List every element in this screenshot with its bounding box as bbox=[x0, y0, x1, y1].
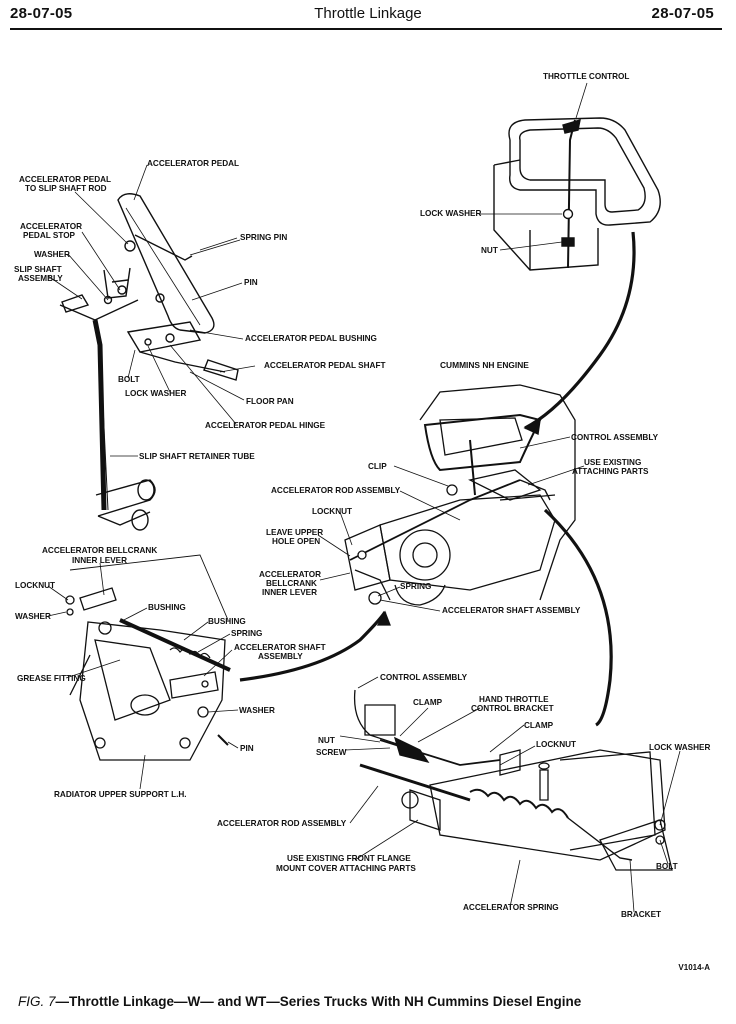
label-bolt-bottom: BOLT bbox=[656, 862, 678, 871]
header-rule bbox=[10, 28, 722, 30]
label-nut-bottom: NUT bbox=[318, 736, 335, 745]
label-pedal-stop-1: ACCELERATOR bbox=[20, 222, 82, 231]
label-cummins-engine: CUMMINS NH ENGINE bbox=[440, 360, 529, 370]
label-floor-pan: FLOOR PAN bbox=[246, 397, 294, 406]
label-pedal-shaft: ACCELERATOR PEDAL SHAFT bbox=[264, 361, 385, 370]
label-accelerator-pedal: ACCELERATOR PEDAL bbox=[147, 159, 239, 168]
label-pedal-hinge: ACCELERATOR PEDAL HINGE bbox=[205, 421, 326, 430]
label-locknut-bottom: LOCKNUT bbox=[536, 740, 576, 749]
label-spring-lower: SPRING bbox=[231, 629, 262, 638]
label-slip-shaft-2: ASSEMBLY bbox=[18, 274, 63, 283]
engine-drawing bbox=[344, 384, 613, 727]
label-lock-washer-top: LOCK WASHER bbox=[420, 209, 481, 218]
label-use-existing-1: USE EXISTING bbox=[584, 458, 641, 467]
label-leave-upper-1: LEAVE UPPER bbox=[266, 528, 323, 537]
callout-labels: THROTTLE CONTROL LOCK WASHER NUT ACCELER… bbox=[14, 72, 710, 919]
label-use-existing-2: ATTACHING PARTS bbox=[572, 467, 649, 476]
label-hand-throttle-2: CONTROL BRACKET bbox=[471, 704, 554, 713]
page-title: Throttle Linkage bbox=[314, 5, 422, 22]
label-pin-top: PIN bbox=[244, 278, 258, 287]
label-nut-top: NUT bbox=[481, 246, 498, 255]
label-front-flange-2: MOUNT COVER ATTACHING PARTS bbox=[276, 864, 416, 873]
accelerator-pedal-drawing bbox=[59, 193, 241, 531]
label-control-assembly-top: CONTROL ASSEMBLY bbox=[571, 433, 659, 442]
figure-caption: FIG. 7—Throttle Linkage—W— and WT—Series… bbox=[18, 994, 581, 1009]
label-washer-right: WASHER bbox=[239, 706, 275, 715]
label-clip: CLIP bbox=[368, 462, 387, 471]
label-hand-throttle-1: HAND THROTTLE bbox=[479, 695, 549, 704]
figure-reference-code: V1014-A bbox=[678, 963, 710, 972]
label-clamp-2: CLAMP bbox=[524, 721, 554, 730]
label-bellcrank-2: BELLCRANK bbox=[266, 579, 317, 588]
label-rod-assembly-bottom: ACCELERATOR ROD ASSEMBLY bbox=[217, 819, 347, 828]
label-lock-washer-left: LOCK WASHER bbox=[125, 389, 186, 398]
label-bellcrank-3: INNER LEVER bbox=[262, 588, 317, 597]
page-header: 28-07-05 Throttle Linkage 28-07-05 bbox=[0, 0, 736, 34]
throttle-linkage-diagram: THROTTLE CONTROL LOCK WASHER NUT ACCELER… bbox=[14, 72, 710, 919]
label-pedal-stop-2: PEDAL STOP bbox=[23, 231, 76, 240]
figure-number: FIG. 7 bbox=[18, 994, 56, 1009]
label-rod-assembly-top: ACCELERATOR ROD ASSEMBLY bbox=[271, 486, 401, 495]
bellcrank-support-drawing bbox=[65, 554, 391, 761]
section-number-left: 28-07-05 bbox=[10, 5, 73, 22]
label-bellcrank-1: ACCELERATOR bbox=[259, 570, 321, 579]
label-washer-left: WASHER bbox=[34, 250, 70, 259]
label-pin-lower: PIN bbox=[240, 744, 254, 753]
label-pedal-bushing: ACCELERATOR PEDAL BUSHING bbox=[245, 334, 377, 343]
label-shaft-assembly-lower-1: ACCELERATOR SHAFT bbox=[234, 643, 326, 652]
label-spring-pin: SPRING PIN bbox=[240, 233, 287, 242]
label-lock-washer-bottom: LOCK WASHER bbox=[649, 743, 710, 752]
label-radiator-support: RADIATOR UPPER SUPPORT L.H. bbox=[54, 790, 187, 799]
label-clamp-1: CLAMP bbox=[413, 698, 443, 707]
label-locknut-left: LOCKNUT bbox=[15, 581, 55, 590]
label-washer-lower: WASHER bbox=[15, 612, 51, 621]
label-grease-fitting: GREASE FITTING bbox=[17, 674, 86, 683]
label-bellcrank-inner-2: INNER LEVER bbox=[72, 556, 127, 565]
label-leave-upper-2: HOLE OPEN bbox=[272, 537, 320, 546]
label-bracket: BRACKET bbox=[621, 910, 661, 919]
label-pedal-to-rod-2: TO SLIP SHAFT ROD bbox=[25, 184, 107, 193]
label-control-assembly-bottom: CONTROL ASSEMBLY bbox=[380, 673, 468, 682]
label-accelerator-spring: ACCELERATOR SPRING bbox=[463, 903, 559, 912]
label-front-flange-1: USE EXISTING FRONT FLANGE bbox=[287, 854, 411, 863]
label-bushing-2: BUSHING bbox=[208, 617, 246, 626]
label-shaft-assembly-mid: ACCELERATOR SHAFT ASSEMBLY bbox=[442, 606, 581, 615]
label-slip-shaft-retainer-tube: SLIP SHAFT RETAINER TUBE bbox=[139, 452, 255, 461]
label-shaft-assembly-lower-2: ASSEMBLY bbox=[258, 652, 303, 661]
label-slip-shaft-1: SLIP SHAFT bbox=[14, 265, 62, 274]
leader-lines bbox=[47, 82, 681, 913]
throttle-control-drawing bbox=[493, 117, 661, 436]
label-pedal-to-rod-1: ACCELERATOR PEDAL bbox=[19, 175, 111, 184]
label-spring-mid: SPRING bbox=[400, 582, 431, 591]
label-bolt-left: BOLT bbox=[118, 375, 140, 384]
hand-throttle-drawing bbox=[353, 689, 673, 871]
figure-caption-text: —Throttle Linkage—W— and WT—Series Truck… bbox=[55, 994, 582, 1009]
section-number-right: 28-07-05 bbox=[651, 5, 714, 22]
label-bellcrank-inner-1: ACCELERATOR BELLCRANK bbox=[42, 546, 157, 555]
label-bushing-1: BUSHING bbox=[148, 603, 186, 612]
label-screw: SCREW bbox=[316, 748, 347, 757]
label-locknut-mid: LOCKNUT bbox=[312, 507, 352, 516]
label-throttle-control: THROTTLE CONTROL bbox=[543, 72, 629, 81]
